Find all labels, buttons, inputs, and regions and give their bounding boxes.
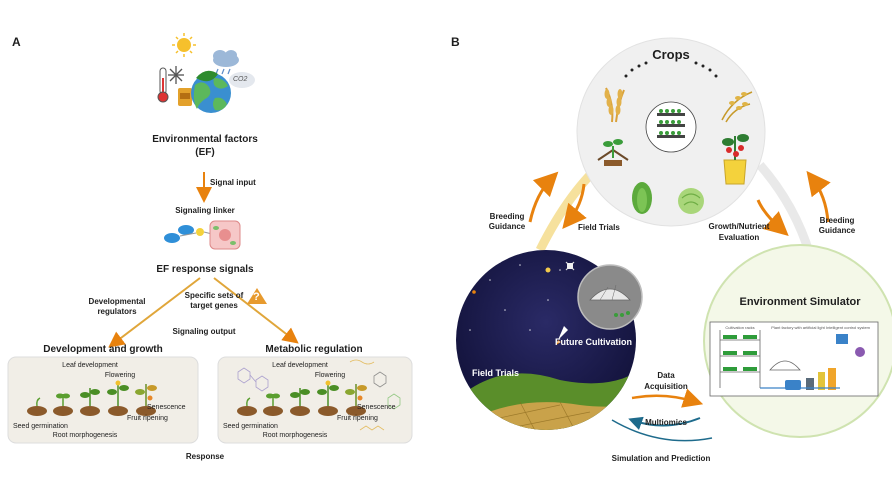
snowflake-icon: [168, 66, 184, 84]
growth-eval-line2: Evaluation: [718, 233, 760, 242]
signal-input-label: Signal input: [210, 178, 256, 187]
right-cycle-arc: [756, 162, 815, 257]
dev-plant-row: [27, 380, 157, 416]
signaling-output-label: Signaling output: [172, 327, 236, 336]
ef-response-label: EF response signals: [156, 264, 254, 275]
sun-icon: [172, 33, 196, 57]
leaf-icon: [196, 70, 218, 82]
lettuce-icon: [632, 182, 652, 214]
met-senescence: Senescence: [357, 404, 396, 411]
simulation-arc: [611, 419, 713, 442]
rice-icon: [721, 91, 753, 123]
panel-b: [456, 37, 892, 442]
met-leaf-development: Leaf development: [272, 362, 328, 369]
simulation-prediction-label: Simulation and Prediction: [611, 454, 711, 463]
plant-cell-icon: [209, 220, 241, 250]
met-seed-germination: Seed germination: [223, 423, 278, 430]
dev-seed-germination: Seed germination: [13, 423, 68, 430]
ef-abbr: (EF): [195, 147, 215, 158]
future-cultivation-label: Future Cultivation: [555, 337, 632, 347]
multiomics-label: Multiomics: [645, 418, 687, 427]
multiomics-arrow: [628, 416, 701, 430]
thermometer-icon: [157, 67, 169, 103]
response-label: Response: [185, 452, 225, 461]
met-root-morphogenesis: Root morphogenesis: [262, 432, 328, 439]
wheat-icon: [604, 87, 625, 123]
rain-cloud-icon: [213, 50, 239, 75]
fertilizer-bag-icon: [178, 88, 192, 106]
panel-a-letter: A: [12, 35, 21, 49]
specific-genes-line2: target genes: [190, 301, 238, 310]
metabolic-box: [217, 356, 413, 444]
control-system-label: Intelligent control system: [825, 325, 871, 330]
panel-a: [7, 33, 413, 444]
dev-root-morphogenesis: Root morphogenesis: [52, 432, 118, 439]
metabolic-title: Metabolic regulation: [265, 344, 363, 355]
dev-senescence: Senescence: [147, 404, 186, 411]
growth-eval-line1: Growth/Nutrient: [708, 222, 770, 231]
co2-cloud-icon: [229, 72, 255, 88]
crops-dots: [624, 61, 718, 78]
crops-title: Crops: [652, 47, 690, 62]
breeding-left-line2: Guidance: [488, 222, 526, 231]
tomato-plant-icon: [722, 134, 749, 185]
dev-fruit-ripening: Fruit ripening: [127, 415, 168, 422]
met-fruit-ripening: Fruit ripening: [337, 415, 378, 422]
dev-regulators-line1: Developmental: [88, 297, 146, 306]
plant-factory-schematic: [709, 321, 879, 397]
ef-title: Environmental factors: [152, 134, 258, 145]
satellite-icon: [565, 261, 575, 271]
field-trials-arrow-label: Field Trials: [578, 223, 620, 232]
rocket-icon: [556, 326, 568, 345]
molecule-sketches: [237, 359, 401, 431]
dev-growth-title: Development and growth: [43, 344, 163, 355]
co2-label: CO2: [233, 76, 248, 83]
question-warning-icon: [247, 288, 267, 304]
data-acquisition-line2: Acquisition: [644, 382, 688, 391]
environment-simulator-title: Environment Simulator: [739, 296, 861, 308]
breeding-right-line1: Breeding: [819, 216, 855, 225]
metabolic-plant-row: [237, 380, 367, 416]
vertical-farm-icon: [657, 109, 685, 138]
met-flowering: Flowering: [314, 372, 346, 379]
cultivation-racks-label: Cultivation racks: [725, 325, 755, 330]
panel-b-letter: B: [451, 35, 460, 49]
growth-eval-arrow: [756, 199, 789, 236]
signaling-linker-label: Signaling linker: [175, 206, 235, 215]
breeding-right-line2: Guidance: [818, 226, 856, 235]
metabolic-arrow: [213, 277, 299, 344]
question-mark: ?: [253, 291, 260, 303]
developmental-arrow: [108, 277, 201, 348]
specific-genes-line1: Specific sets of: [184, 291, 244, 300]
breeding-arrow-left: [528, 171, 559, 223]
dev-leaf-development: Leaf development: [62, 362, 118, 369]
dev-flowering: Flowering: [104, 372, 136, 379]
seedling-house-icon: [597, 139, 629, 166]
breeding-left-line1: Breeding: [489, 212, 525, 221]
development-box: [7, 356, 199, 444]
breeding-arrow-right: [806, 170, 831, 223]
cabbage-icon: [678, 188, 704, 214]
data-acquisition-line1: Data: [657, 371, 675, 380]
plant-factory-label: Plant factory with artificial light: [771, 325, 825, 330]
data-acquisition-arrow: [631, 388, 704, 408]
globe-icon: [191, 73, 231, 113]
dev-regulators-line2: regulators: [97, 307, 137, 316]
signaling-linker-icon: [164, 225, 213, 243]
greenhouse-dome-icon: [589, 284, 631, 317]
field-trials-arrow: [562, 183, 587, 229]
field-trials-circle-label: Field Trials: [472, 368, 520, 378]
